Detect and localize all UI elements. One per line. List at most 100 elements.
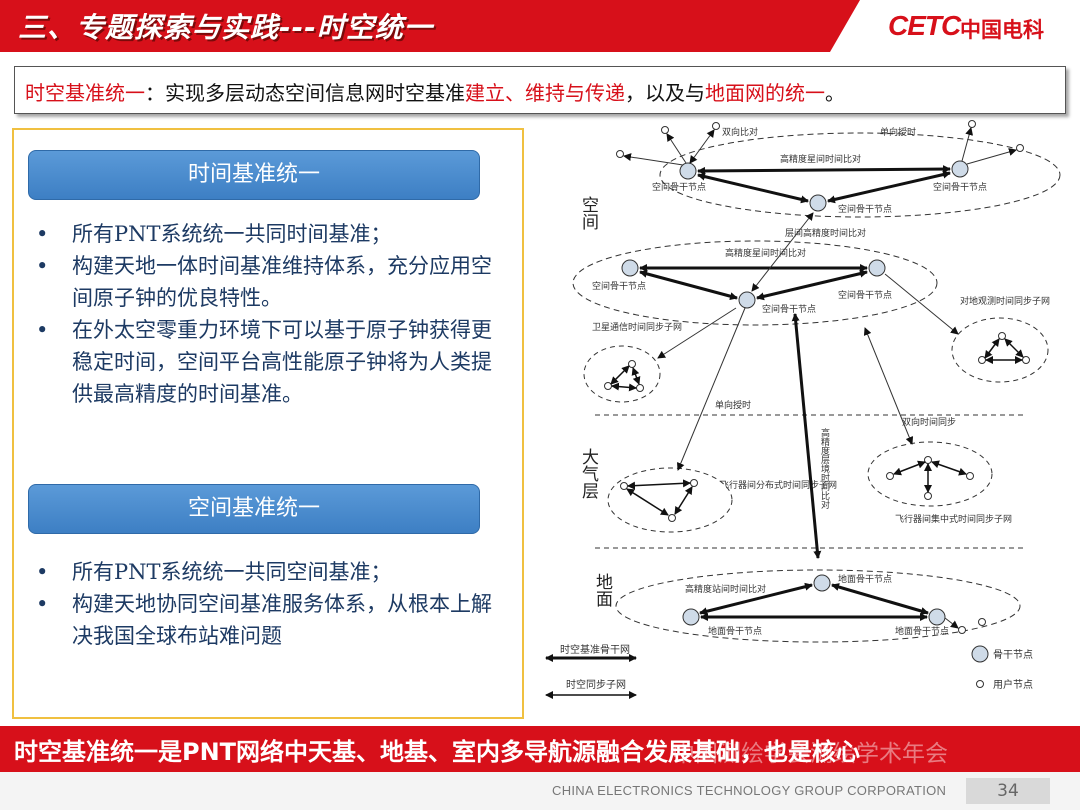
user-node — [712, 122, 720, 130]
link-arrow — [1004, 338, 1024, 358]
diagram-label: 空间骨干节点 — [592, 280, 646, 292]
subtitle-part-1: 时空基准统一 — [25, 81, 145, 105]
user-node — [968, 120, 976, 128]
link-arrow — [984, 338, 1000, 359]
user-node — [924, 456, 932, 464]
backbone-node — [738, 291, 756, 309]
legend-user-node-icon — [976, 680, 984, 688]
layer-label-space: 空间 — [578, 196, 598, 231]
diagram-label: 高精度站间时间比对 — [685, 583, 766, 595]
page-number: 34 — [966, 778, 1050, 804]
layer-label-atmosphere: 大气层 — [578, 448, 599, 499]
link-arrow — [657, 307, 737, 359]
link-arrow — [699, 582, 813, 616]
list-item: 在外太空零重力环境下可以基于原子钟获得更稳定时间，空间平台高性能原子钟将为人类提… — [32, 314, 492, 410]
user-node — [1022, 356, 1030, 364]
diagram-label: 单向授时 — [880, 126, 916, 138]
link-arrow — [893, 460, 926, 476]
corporation-name: CHINA ELECTRONICS TECHNOLOGY GROUP CORPO… — [552, 783, 947, 798]
banner-text: 时空基准统一是PNT网络中天基、地基、室内多导航源融合发展基础，也是核心 — [14, 738, 861, 766]
link-arrow — [626, 488, 669, 516]
link-arrow — [884, 273, 959, 335]
diagram-label: 空间骨干节点 — [838, 289, 892, 301]
conclusion-banner: 时空基准统一是PNT网络中天基、地基、室内多导航源融合发展基础，也是核心 中国测… — [0, 726, 1080, 772]
user-node — [620, 482, 628, 490]
subtitle-part-3: 建立、维持与传递 — [465, 81, 625, 105]
link-arrow — [931, 460, 967, 476]
user-node — [628, 360, 636, 368]
user-node — [958, 626, 966, 634]
backbone-node — [679, 162, 697, 180]
backbone-node — [682, 608, 700, 626]
legend-label: 时空基准骨干网 — [560, 643, 630, 656]
user-node — [636, 384, 644, 392]
link-arrow — [697, 172, 809, 204]
link-arrow — [627, 479, 691, 490]
list-item: 构建天地协同空间基准服务体系，从根本上解决我国全球布站难问题 — [32, 588, 492, 652]
link-arrow — [676, 307, 746, 471]
user-node — [1016, 144, 1024, 152]
diagram-label: 地面骨干节点 — [895, 625, 949, 637]
legend-backbone-node-icon — [971, 645, 989, 663]
link-arrow — [674, 486, 693, 515]
diagram-label: 空间骨干节点 — [933, 181, 987, 193]
diagram-label: 对地观测时间同步子网 — [960, 295, 1050, 307]
user-node — [966, 472, 974, 480]
user-node — [886, 472, 894, 480]
backbone-node — [809, 194, 827, 212]
link-arrow — [611, 382, 637, 392]
logo: CETC 中国电科 — [830, 0, 1080, 52]
legend-label: 骨干节点 — [993, 649, 1033, 661]
network-diagram: 空间 大气层 地面 高精度星间时间比对 空间骨干节点 空间骨干节点 空间骨干节点… — [545, 120, 1061, 699]
diagram-label: 双向时间同步 — [902, 416, 956, 428]
diagram-label: 空间骨干节点 — [762, 303, 816, 315]
link-arrow — [666, 133, 687, 164]
subtitle-part-6: 。 — [825, 81, 845, 105]
link-arrow — [697, 165, 951, 175]
link-arrow — [863, 327, 914, 445]
user-node — [924, 492, 932, 500]
diagram-label: 空间骨干节点 — [652, 181, 706, 193]
diagram-label: 空间骨干节点 — [838, 203, 892, 215]
backbone-node — [868, 259, 886, 277]
link-arrow — [639, 269, 738, 301]
subtitle-box: 时空基准统一：实现多层动态空间信息网时空基准建立、维持与传递，以及与地面网的统一… — [14, 66, 1066, 114]
space-bullet-list: 所有PNT系统统一共同空间基准； 构建天地协同空间基准服务体系，从根本上解决我国… — [32, 556, 492, 652]
list-item: 所有PNT系统统一共同时间基准； — [32, 218, 492, 250]
diagram-label: 飞行器间集中式时间同步子网 — [895, 513, 1012, 525]
link-arrow — [623, 153, 684, 166]
subtitle-part-2: ：实现多层动态空间信息网时空基准 — [145, 81, 465, 105]
backbone-node — [951, 160, 969, 178]
subtitle: 时空基准统一：实现多层动态空间信息网时空基准建立、维持与传递，以及与地面网的统一… — [25, 77, 845, 106]
subnet-ellipse — [615, 569, 1021, 643]
diagram-label: 地面骨干节点 — [838, 573, 892, 585]
link-arrow — [751, 212, 814, 292]
link-arrow — [961, 127, 974, 162]
cetc-logo-icon: CETC — [888, 10, 961, 41]
subnet-ellipse — [583, 345, 661, 403]
user-node — [668, 514, 676, 522]
user-node — [998, 332, 1006, 340]
legend-label: 用户节点 — [993, 678, 1033, 691]
link-arrow — [831, 583, 929, 615]
subnet-ellipse — [951, 317, 1049, 383]
time-section-heading: 时间基准统一 — [28, 150, 480, 200]
link-arrow — [631, 367, 641, 385]
diagram-label: 高精度星间时间比对 — [780, 153, 861, 165]
legend-label: 时空同步子网 — [566, 678, 626, 691]
user-node — [690, 479, 698, 487]
logo-text: 中国电科 — [960, 18, 1044, 42]
subtitle-part-4: ，以及与 — [625, 81, 705, 105]
subnet-ellipse — [607, 467, 733, 533]
backbone-node — [621, 259, 639, 277]
link-arrow — [610, 365, 630, 385]
backbone-node — [813, 574, 831, 592]
diagram-label: 地面骨干节点 — [708, 625, 762, 637]
list-item: 构建天地一体时间基准维持体系，充分应用空间原子钟的优良特性。 — [32, 250, 492, 314]
time-bullet-list: 所有PNT系统统一共同时间基准； 构建天地一体时间基准维持体系，充分应用空间原子… — [32, 218, 492, 410]
diagram-label: 高精度层境时间比对 — [819, 427, 830, 509]
diagram-label: 高精度星间时间比对 — [725, 247, 806, 259]
subnet-ellipse — [659, 132, 1061, 218]
watermark: 中国测绘学会测绘学术年会 — [672, 741, 948, 767]
user-node — [978, 618, 986, 626]
